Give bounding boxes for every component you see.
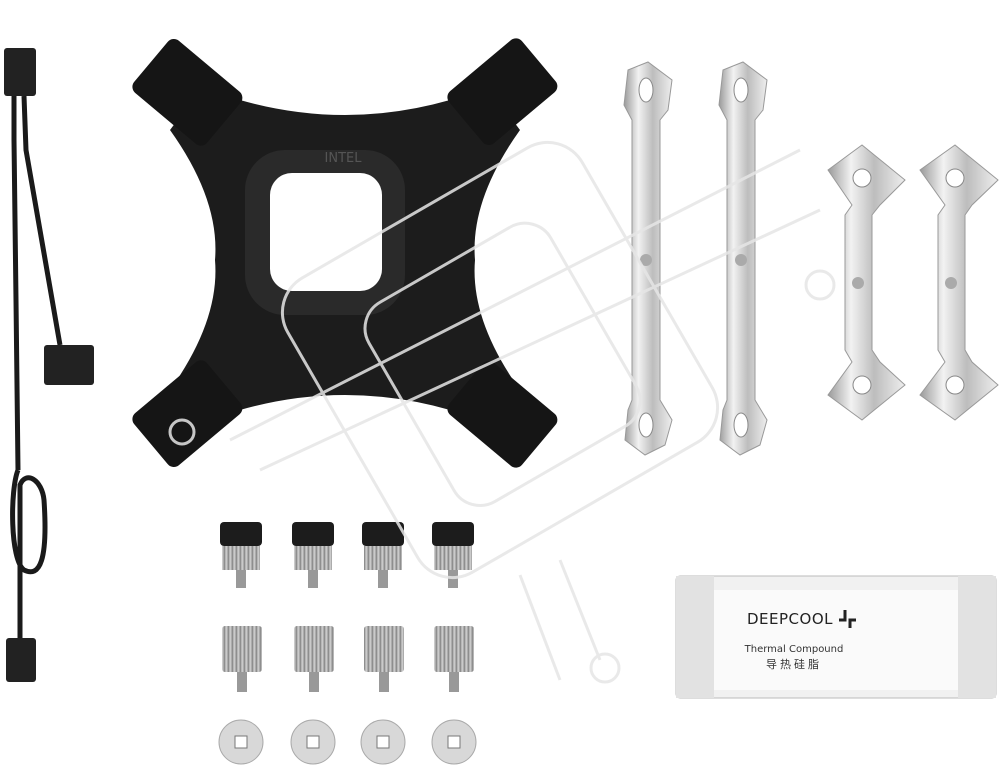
short-bar xyxy=(827,144,906,421)
capped-thumb-screws xyxy=(220,522,474,588)
intel-mounting-bracket: INTEL xyxy=(132,38,558,468)
standoff xyxy=(364,626,404,692)
screw xyxy=(220,522,262,588)
fan-splitter-cable xyxy=(4,48,94,682)
standoff xyxy=(294,626,334,692)
connector-bottom xyxy=(6,638,36,682)
socket-opening xyxy=(270,173,382,291)
washer xyxy=(431,719,477,765)
deepcool-logo-icon xyxy=(839,610,856,628)
screw xyxy=(362,522,404,588)
watermark-logo xyxy=(168,140,836,684)
product-name-cn: 导热硅脂 xyxy=(766,657,822,671)
brand-name: DEEPCOOL xyxy=(747,610,833,628)
washer xyxy=(218,719,264,765)
long-mounting-bars xyxy=(623,61,768,456)
long-bar xyxy=(623,61,673,456)
bracket-label: INTEL xyxy=(325,151,363,166)
screw xyxy=(292,522,334,588)
arm-pad-top-left xyxy=(132,39,243,146)
product-name: Thermal Compound xyxy=(744,644,844,655)
arm-pad-bottom-left xyxy=(132,360,243,467)
connector-top xyxy=(4,48,36,96)
knurled-standoffs xyxy=(222,626,474,692)
arm-pad-bottom-right xyxy=(447,361,558,468)
standoff xyxy=(434,626,474,692)
short-bar xyxy=(919,144,999,421)
connector-branch xyxy=(44,345,94,385)
arm-pad-top-right xyxy=(447,38,558,145)
long-bar xyxy=(718,61,768,456)
washer xyxy=(290,719,336,765)
short-mounting-bars xyxy=(827,144,999,421)
thermal-paste-sachet: DEEPCOOL Thermal Compound 导热硅脂 xyxy=(675,575,997,699)
washers xyxy=(218,719,477,765)
washer xyxy=(360,719,406,765)
standoff xyxy=(222,626,262,692)
